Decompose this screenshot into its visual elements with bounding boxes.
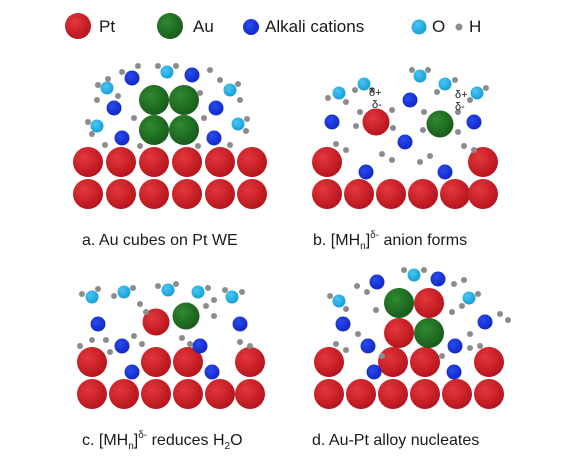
legend-o-label: O xyxy=(432,17,445,36)
pt-substrate xyxy=(73,147,267,209)
alkali-cations xyxy=(324,92,482,180)
legend-h-icon xyxy=(455,23,463,31)
pt-adatom xyxy=(362,108,390,136)
legend-alkali-icon xyxy=(243,19,259,35)
panel-b: δ+ δ- δ+ δ- b. [MHn]δ- anion forms xyxy=(312,67,498,252)
pt-substrate xyxy=(312,147,498,209)
hydrogen-atoms xyxy=(77,281,253,355)
pt-substrate xyxy=(314,347,504,409)
alkali-cations xyxy=(335,271,493,380)
water-molecules xyxy=(85,283,239,304)
au-adatom xyxy=(426,110,454,138)
legend-h-label: H xyxy=(469,17,481,36)
delta-plus-label-2: δ+ xyxy=(455,89,468,101)
legend-au-icon xyxy=(157,13,183,39)
legend: Pt Au Alkali cations O H xyxy=(65,13,481,39)
pt-substrate xyxy=(77,347,265,409)
water-molecules xyxy=(332,69,484,100)
panel-c-caption: c. [MHn]δ- reduces H2O xyxy=(82,430,243,452)
au-adatom xyxy=(172,302,200,330)
legend-au-label: Au xyxy=(193,17,214,36)
panel-d-caption: d. Au-Pt alloy nucleates xyxy=(312,432,479,449)
pt-adatom xyxy=(142,308,170,336)
hydrogen-atoms xyxy=(327,267,511,359)
alkali-cations xyxy=(106,67,224,146)
panel-c: c. [MHn]δ- reduces H2O xyxy=(77,281,265,452)
water-molecules xyxy=(90,65,245,133)
panel-a-caption: a. Au cubes on Pt WE xyxy=(82,232,238,249)
delta-minus-label-1: δ- xyxy=(372,99,382,111)
panel-d: d. Au-Pt alloy nucleates xyxy=(312,267,511,449)
legend-o-icon xyxy=(411,19,427,35)
delta-plus-label-1: δ+ xyxy=(369,87,382,99)
legend-pt-label: Pt xyxy=(99,17,115,36)
au-pt-alloy-nucleus xyxy=(384,288,444,348)
water-molecules xyxy=(332,268,476,308)
panel-a: a. Au cubes on Pt WE xyxy=(73,63,267,249)
legend-pt-icon xyxy=(65,13,91,39)
delta-minus-label-2: δ- xyxy=(455,101,465,113)
hydrogen-atoms xyxy=(325,67,489,165)
au-cubes xyxy=(139,85,199,145)
panel-b-caption: b. [MHn]δ- anion forms xyxy=(313,230,467,252)
legend-alkali-label: Alkali cations xyxy=(265,17,364,36)
alkali-cations xyxy=(90,316,248,380)
hydrogen-atoms xyxy=(85,63,250,149)
